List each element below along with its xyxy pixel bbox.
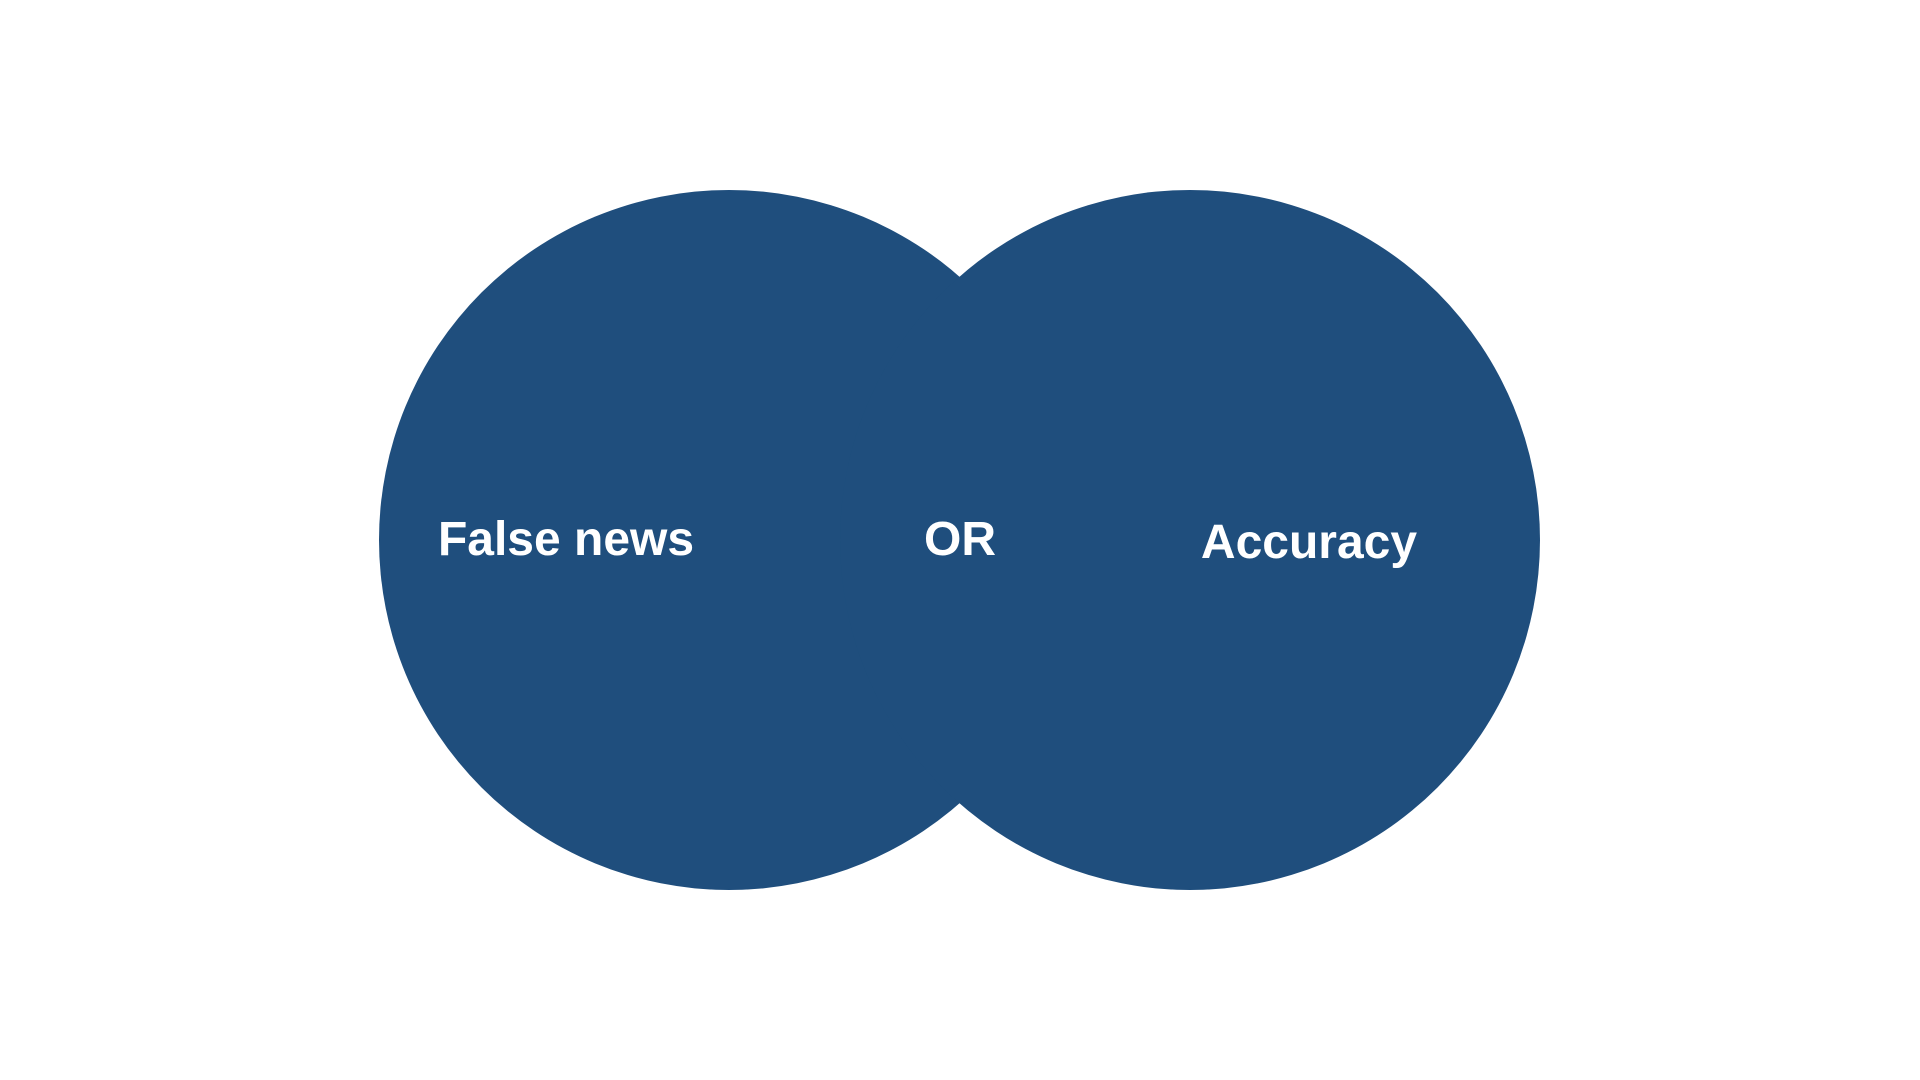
- right-circle-label: Accuracy: [1200, 516, 1418, 569]
- overlap-label: OR: [924, 513, 996, 566]
- right-circle: [840, 190, 1540, 890]
- left-circle-label: False news: [437, 513, 695, 566]
